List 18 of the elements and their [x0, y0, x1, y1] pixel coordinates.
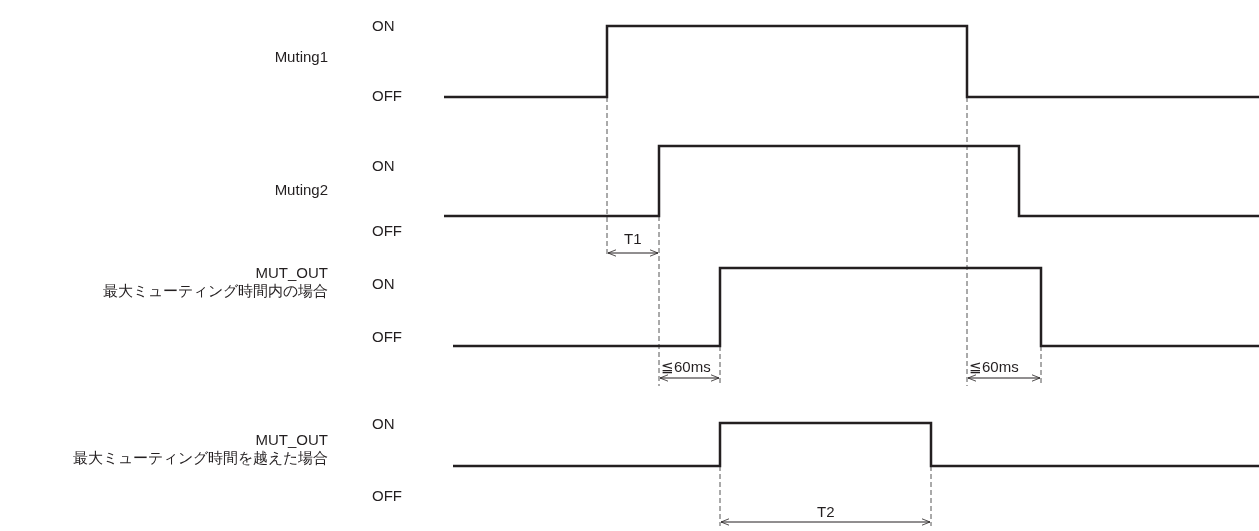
state-label: ON: [372, 157, 395, 175]
signal-name: Muting2: [274, 181, 328, 199]
time-label: T2: [817, 503, 835, 521]
signal-name: 最大ミューティング時間を越えた場合: [73, 449, 328, 467]
state-label: ON: [372, 415, 395, 433]
signal-name: 最大ミューティング時間内の場合: [103, 282, 328, 300]
time-label: T1: [624, 230, 642, 248]
state-label: ON: [372, 17, 395, 35]
state-label: OFF: [372, 87, 402, 105]
state-label: ON: [372, 275, 395, 293]
signal-name: MUT_OUT: [255, 431, 328, 449]
signal-name: MUT_OUT: [255, 264, 328, 282]
state-label: OFF: [372, 222, 402, 240]
time-label: ≦60ms: [969, 358, 1019, 376]
signal-name: Muting1: [274, 48, 328, 66]
state-label: OFF: [372, 487, 402, 505]
state-label: OFF: [372, 328, 402, 346]
time-label: ≦60ms: [661, 358, 711, 376]
